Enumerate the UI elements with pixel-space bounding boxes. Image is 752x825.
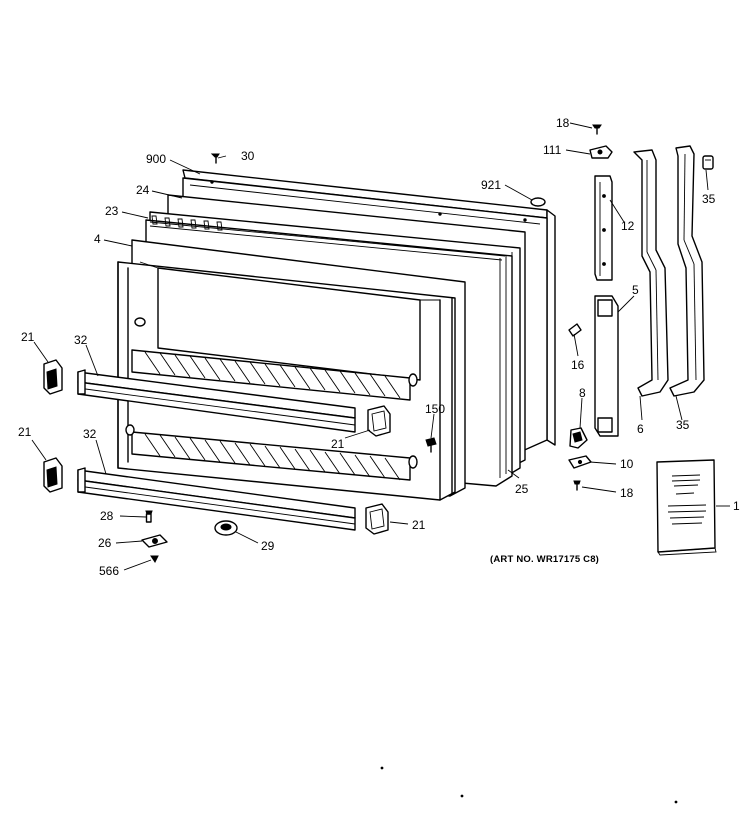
stop-8 — [569, 427, 588, 449]
scan-specks — [380, 766, 678, 804]
screw-16 — [568, 323, 582, 337]
screw-150 — [425, 437, 437, 453]
callout-4: 4 — [94, 232, 101, 246]
callout-29: 29 — [261, 539, 275, 553]
callout-566: 566 — [99, 564, 119, 578]
callout-6: 6 — [637, 422, 644, 436]
callout-30: 30 — [241, 149, 255, 163]
screw-566 — [150, 555, 159, 563]
rail-end-cap-lower-left — [43, 457, 63, 493]
screw-28 — [145, 510, 153, 523]
callout-35-bottom: 35 — [676, 418, 690, 432]
callout-1: 1 — [733, 499, 740, 513]
inner-door-liner — [117, 239, 466, 501]
art-number: (ART NO. WR17175 C8) — [490, 554, 599, 565]
callout-10: 10 — [620, 457, 634, 471]
owner-manual — [656, 459, 717, 556]
grommet-29 — [214, 520, 238, 536]
callout-111: 111 — [543, 143, 562, 157]
callout-12: 12 — [621, 219, 635, 233]
callout-32-a: 32 — [74, 333, 88, 347]
rail-end-cap-upper-right — [367, 405, 391, 437]
callout-16: 16 — [571, 358, 585, 372]
handle-6 — [633, 149, 669, 397]
door-rail-upper — [77, 369, 356, 433]
hinge-bracket-5 — [594, 295, 619, 437]
callout-21-c: 21 — [18, 425, 32, 439]
hinge-plate-12 — [594, 175, 613, 281]
callout-18-bottom: 18 — [620, 486, 634, 500]
callout-21-a: 21 — [21, 330, 35, 344]
callout-8: 8 — [579, 386, 586, 400]
callout-labels: 18 111 35 900 30 921 24 12 23 4 5 21 32 … — [18, 116, 740, 578]
callout-150: 150 — [425, 402, 445, 416]
screw-18-top — [592, 124, 602, 135]
leader-lines — [31, 122, 730, 571]
callout-921: 921 — [481, 178, 501, 192]
callout-35-top: 35 — [702, 192, 716, 206]
rail-end-cap-upper-left — [43, 359, 63, 395]
callout-25: 25 — [515, 482, 529, 496]
callout-24: 24 — [136, 183, 150, 197]
callout-28: 28 — [100, 509, 114, 523]
bracket-26 — [141, 534, 168, 548]
callout-23: 23 — [105, 204, 119, 218]
callout-18-top: 18 — [556, 116, 570, 130]
door-rail-lower — [77, 467, 356, 531]
callout-900: 900 — [146, 152, 166, 166]
hinge-pin-111 — [589, 145, 613, 159]
callout-21-b: 21 — [331, 437, 345, 451]
callout-5: 5 — [632, 283, 639, 297]
trim-cap-35 — [702, 155, 714, 170]
screw-30 — [210, 153, 220, 164]
screw-18-bottom — [573, 480, 581, 491]
callout-32-b: 32 — [83, 427, 97, 441]
bracket-10 — [568, 455, 592, 469]
callout-26: 26 — [98, 536, 112, 550]
rail-end-cap-lower-right — [365, 503, 389, 535]
callout-21-d: 21 — [412, 518, 426, 532]
handle-35 — [669, 145, 705, 397]
